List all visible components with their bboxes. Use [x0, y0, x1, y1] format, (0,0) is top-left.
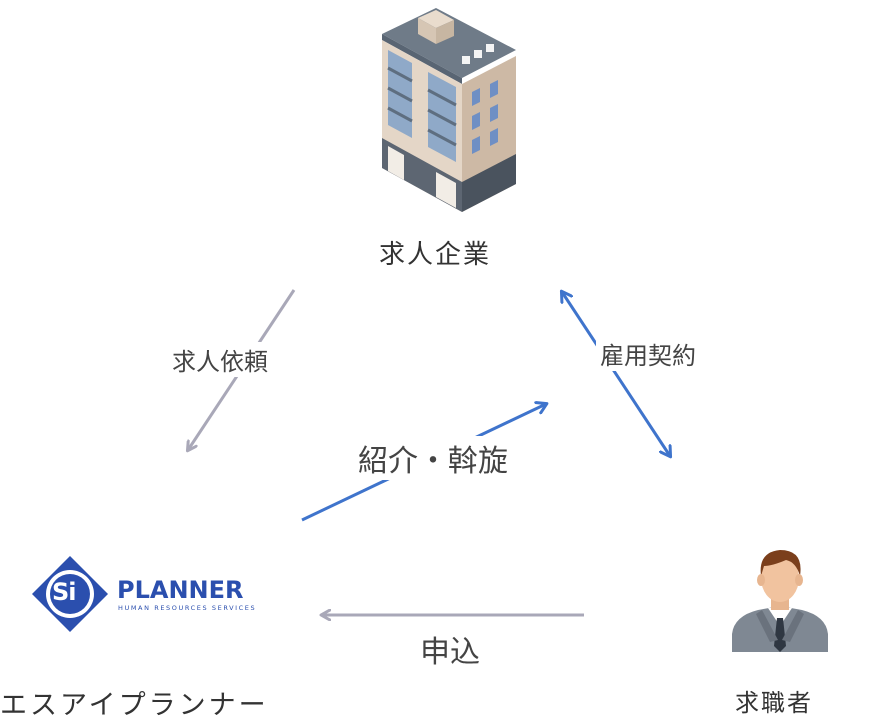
logo-name-text: PLANNER — [117, 576, 244, 604]
si-planner-logo-mark — [32, 556, 108, 632]
company-label: 求人企業 — [379, 240, 492, 270]
office-building-icon — [382, 8, 516, 212]
contract-label: 雇用契約 — [596, 336, 700, 371]
contract-arrow — [562, 292, 670, 456]
agency-label: エスアイプランナー — [0, 690, 269, 721]
businessman-icon — [732, 550, 828, 652]
jobseeker-label: 求職者 — [735, 689, 813, 717]
application-label: 申込 — [420, 635, 480, 670]
introduction-label: 紹介・斡旋 — [354, 436, 512, 480]
logo-mark-text: Si — [52, 578, 76, 606]
request-label: 求人依頼 — [168, 342, 272, 377]
logo-tagline-text: HUMAN RESOURCES SERVICES — [118, 604, 257, 612]
